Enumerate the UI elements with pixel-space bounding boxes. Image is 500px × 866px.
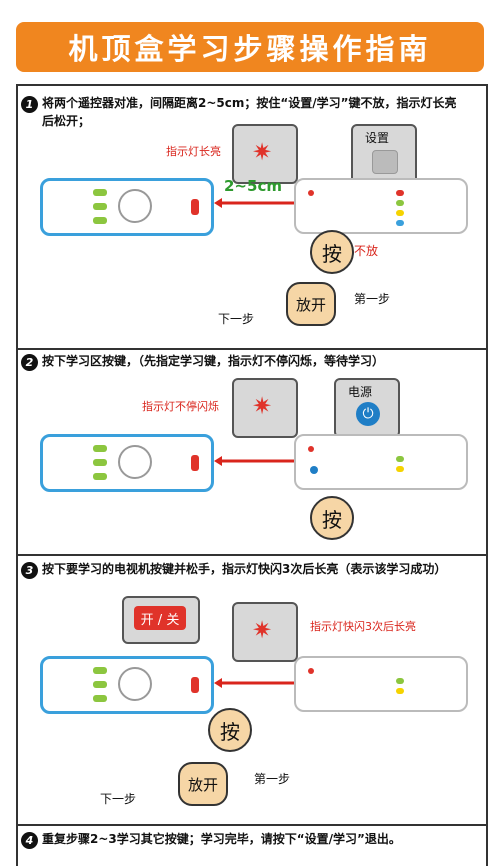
remote-dpad	[118, 445, 152, 479]
step-one-label: 第一步	[254, 772, 291, 786]
remote-key-blue	[310, 466, 318, 474]
remote-key-yellow	[396, 688, 404, 694]
remote-key-red	[191, 455, 199, 471]
step-number-3: 3	[21, 562, 38, 579]
setup-key-bubble: 设置	[351, 124, 417, 184]
release-label: 放开	[187, 775, 218, 794]
step-1-section: 1 将两个遥控器对准，间隔距离2~5cm；按住“设置/学习”键不放，指示灯长亮后…	[16, 84, 488, 350]
step-4-text: 重复步骤2~3学习其它按键；学习完毕，请按下“设置/学习”退出。	[42, 832, 401, 846]
remote-key-green	[93, 445, 107, 452]
remote-key-yellow	[396, 210, 404, 216]
press-hand: 按	[208, 708, 252, 752]
release-hand: 放开	[178, 762, 228, 806]
light-flash-label: 指示灯快闪3次后长亮	[310, 620, 416, 633]
distance-arrow	[214, 198, 302, 208]
indicator-bubble: ✷	[232, 378, 298, 438]
remote-key-yellow	[396, 466, 404, 472]
right-remote	[294, 434, 468, 490]
remote-key-green	[93, 203, 107, 210]
remote-key-green	[93, 459, 107, 466]
power-icon: ⏻	[356, 402, 380, 426]
indicator-bubble: ✷	[232, 124, 298, 184]
remote-key-red	[396, 190, 404, 196]
step-4-section: 4 重复步骤2~3学习其它按键；学习完毕，请按下“设置/学习”退出。	[16, 824, 488, 866]
release-label: 放开	[295, 295, 326, 314]
remote-key-green	[93, 217, 107, 224]
page-title: 机顶盒学习步骤操作指南	[68, 32, 432, 66]
remote-key-red	[308, 446, 314, 452]
step-2-text: 按下学习区按键，（先指定学习键，指示灯不停闪烁，等待学习）	[42, 354, 385, 368]
press-hand: 按	[310, 230, 354, 274]
press-label: 按	[322, 507, 342, 532]
left-remote	[40, 656, 214, 714]
distance-arrow	[214, 678, 302, 688]
step-3-text: 按下要学习的电视机按键并松手，指示灯快闪3次后长亮（表示该学习成功）	[42, 562, 447, 576]
press-label: 按	[322, 241, 342, 266]
remote-dpad	[118, 189, 152, 223]
step-number-2: 2	[21, 354, 38, 371]
remote-key-green	[93, 667, 107, 674]
remote-key-red	[308, 668, 314, 674]
remote-key-red	[191, 677, 199, 693]
remote-key-green	[93, 681, 107, 688]
power-key-bubble: 电源 ⏻	[334, 378, 400, 438]
remote-key-red	[191, 199, 199, 215]
remote-key-blue	[396, 220, 404, 226]
remote-key-green	[93, 189, 107, 196]
release-hand: 放开	[286, 282, 336, 326]
left-remote	[40, 434, 214, 492]
next-step-label: 下一步	[100, 792, 137, 806]
remote-dpad	[118, 667, 152, 701]
indicator-light-icon: ✷	[252, 392, 273, 420]
light-on-label: 指示灯长亮	[166, 145, 221, 158]
light-blink-label: 指示灯不停闪烁	[142, 400, 219, 413]
setup-key-label: 设置	[365, 131, 390, 145]
power-key-label: 电源	[348, 385, 373, 399]
right-remote	[294, 178, 468, 234]
remote-key-green	[396, 678, 404, 684]
step-3-section: 3 按下要学习的电视机按键并松手，指示灯快闪3次后长亮（表示该学习成功） 开 /…	[16, 554, 488, 826]
indicator-bubble: ✷	[232, 602, 298, 662]
remote-key-green	[93, 473, 107, 480]
remote-key-red	[308, 190, 314, 196]
right-remote	[294, 656, 468, 712]
setup-key-icon	[372, 150, 398, 174]
left-remote	[40, 178, 214, 236]
remote-key-green	[93, 695, 107, 702]
press-label: 按	[220, 719, 240, 744]
step-one-label: 第一步	[354, 292, 391, 306]
distance-label: 2~5cm	[224, 177, 282, 195]
step-2-section: 2 按下学习区按键，（先指定学习键，指示灯不停闪烁，等待学习） 指示灯不停闪烁 …	[16, 348, 488, 556]
remote-key-green	[396, 200, 404, 206]
hold-label: 不放	[354, 244, 379, 258]
onoff-key-bubble: 开 / 关	[122, 596, 200, 644]
onoff-key: 开 / 关	[134, 606, 186, 630]
indicator-light-icon: ✷	[252, 138, 273, 166]
next-step-label: 下一步	[218, 312, 255, 326]
remote-key-green	[396, 456, 404, 462]
indicator-light-icon: ✷	[252, 616, 273, 644]
step-number-1: 1	[21, 96, 38, 113]
title-banner: 机顶盒学习步骤操作指南	[16, 22, 484, 72]
distance-arrow	[214, 456, 302, 466]
press-hand: 按	[310, 496, 354, 540]
step-1-text: 将两个遥控器对准，间隔距离2~5cm；按住“设置/学习”键不放，指示灯长亮后松开…	[42, 96, 457, 128]
